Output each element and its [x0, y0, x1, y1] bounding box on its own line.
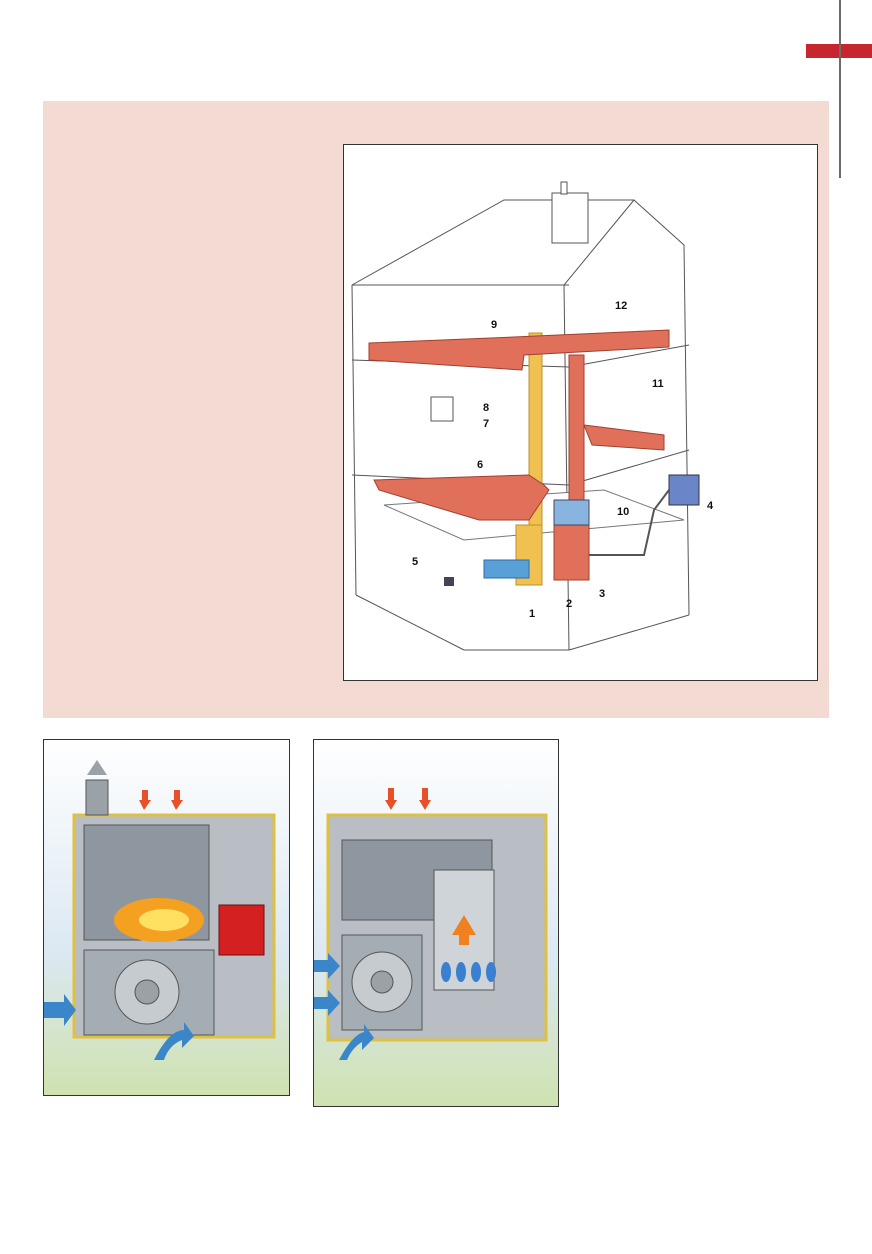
label-3: 3 [599, 588, 605, 600]
air-flow-arrow-icon [44, 994, 76, 1026]
air-flow-arrow-icon [314, 953, 374, 1060]
oil-heater-illustration [44, 740, 289, 1095]
label-1: 1 [529, 608, 535, 620]
house-diagram: 1 2 3 4 5 6 7 8 9 10 11 12 [351, 181, 714, 651]
house-diagram-frame: 1 2 3 4 5 6 7 8 9 10 11 12 [343, 144, 818, 681]
outside-air-duct [483, 559, 530, 579]
gas-heater-frame [313, 739, 559, 1107]
label-10: 10 [617, 506, 629, 518]
label-8: 8 [483, 402, 489, 414]
label-9: 9 [491, 319, 497, 331]
label-5: 5 [412, 556, 418, 568]
thermostat [444, 577, 454, 586]
exhaust-arrow-icon [87, 760, 107, 775]
control-box [668, 474, 700, 506]
label-4: 4 [707, 500, 714, 512]
label-12: 12 [615, 300, 627, 312]
heat-exchanger [553, 499, 590, 526]
oil-heater-frame [43, 739, 290, 1096]
gas-flame-icon [441, 962, 496, 982]
return-duct [483, 332, 543, 586]
burner-icon [218, 904, 265, 956]
label-11: 11 [652, 378, 664, 390]
label-2: 2 [566, 598, 572, 610]
page-edge-line [839, 0, 841, 178]
label-6: 6 [477, 459, 483, 471]
chimney [551, 192, 589, 244]
gas-heater-illustration [314, 740, 558, 1106]
flue-pipe [85, 779, 109, 816]
label-7: 7 [483, 418, 489, 430]
